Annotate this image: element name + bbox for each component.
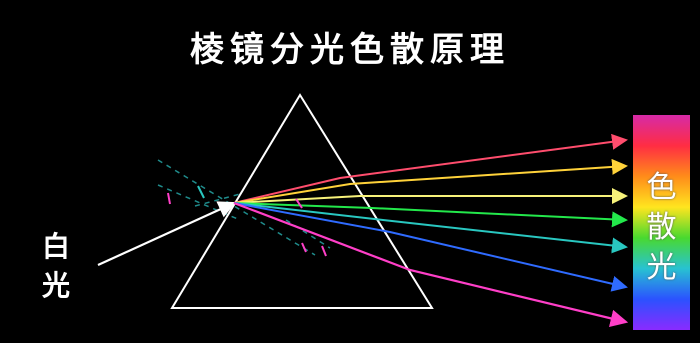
yellow-ray xyxy=(234,196,626,203)
incident-white-ray xyxy=(98,203,234,265)
orange-ray xyxy=(234,166,626,203)
dispersed-rays xyxy=(234,140,626,322)
dispersion-label-3: 光 xyxy=(633,253,690,283)
angle-marks xyxy=(168,186,326,256)
prism-triangle xyxy=(172,95,432,308)
dispersion-label-1: 色 xyxy=(633,173,690,203)
green-ray xyxy=(234,203,626,220)
spectrum-bar: 色 散 光 xyxy=(633,115,690,330)
dispersion-label-2: 散 xyxy=(633,213,690,243)
